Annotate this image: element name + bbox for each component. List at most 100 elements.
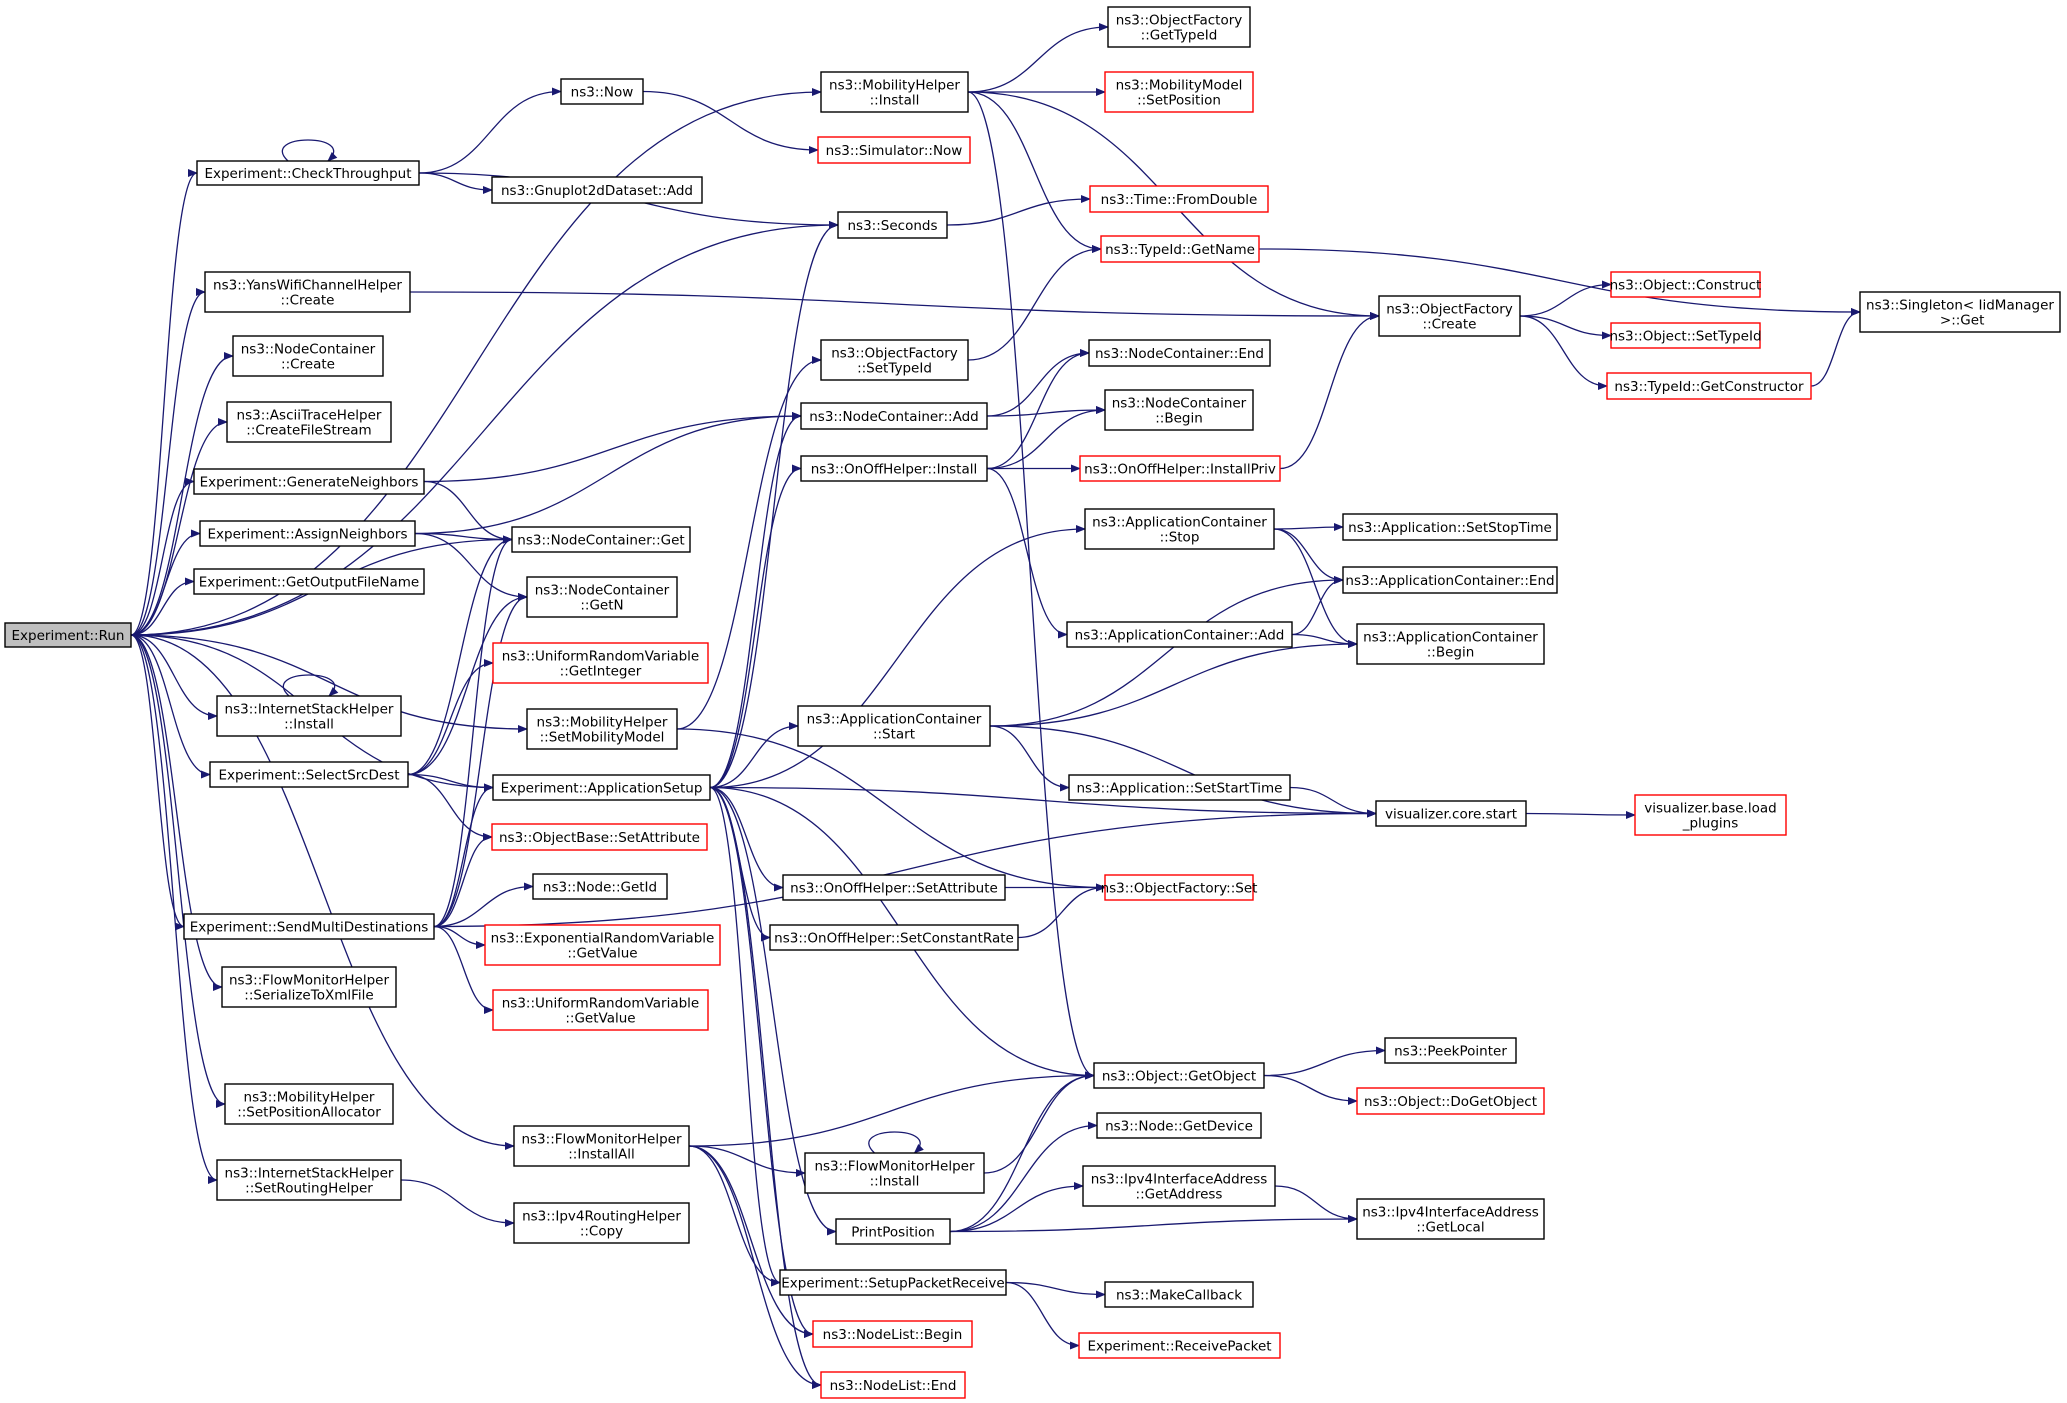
node-obj-base-set-attr[interactable]: ns3::ObjectBase::SetAttribute — [491, 823, 708, 851]
edge-ipv4-get-address-to-ipv4-get-local — [1274, 1185, 1358, 1223]
node-make-callback[interactable]: ns3::MakeCallback — [1104, 1281, 1254, 1308]
node-nc-get-n[interactable]: ns3::NodeContainer::GetN — [526, 576, 678, 618]
node-nl-end[interactable]: ns3::NodeList::End — [820, 1371, 966, 1399]
node-onoff-install[interactable]: ns3::OnOffHelper::Install — [800, 455, 988, 482]
node-yans-create[interactable]: ns3::YansWifiChannelHelper::Create — [204, 271, 411, 313]
node-app-set-start-time[interactable]: ns3::Application::SetStartTime — [1068, 774, 1291, 801]
edge-setup-packet-receive-to-receive-packet — [1005, 1281, 1080, 1350]
node-box — [193, 468, 425, 495]
node-ascii-create[interactable]: ns3::AsciiTraceHelper::CreateFileStream — [226, 401, 392, 443]
node-ipv4-get-local[interactable]: ns3::Ipv4InterfaceAddress::GetLocal — [1356, 1198, 1545, 1240]
node-onoff-install-priv[interactable]: ns3::OnOffHelper::InstallPriv — [1079, 455, 1281, 482]
node-ac-add[interactable]: ns3::ApplicationContainer::Add — [1066, 621, 1293, 648]
edge-mh-set-mobility-to-of-set-type-id — [676, 356, 822, 730]
node-label: ::SetTypeId — [857, 361, 932, 377]
node-viz-start[interactable]: visualizer.core.start — [1375, 800, 1527, 827]
node-receive-packet[interactable]: Experiment::ReceivePacket — [1078, 1332, 1281, 1359]
node-box — [1100, 235, 1260, 263]
edge-ac-stop-to-ac-begin — [1273, 528, 1358, 648]
node-node-get-device[interactable]: ns3::Node::GetDevice — [1096, 1112, 1262, 1139]
node-box — [1089, 185, 1269, 213]
node-onoff-set-rate[interactable]: ns3::OnOffHelper::SetConstantRate — [769, 924, 1019, 951]
node-app-setup[interactable]: Experiment::ApplicationSetup — [492, 774, 711, 801]
node-nc-add[interactable]: ns3::NodeContainer::Add — [800, 402, 988, 430]
node-nl-begin[interactable]: ns3::NodeList::Begin — [812, 1320, 973, 1348]
node-obj-get-object[interactable]: ns3::Object::GetObject — [1093, 1062, 1265, 1089]
node-obj-set-type-id[interactable]: ns3::Object::SetTypeId — [1609, 322, 1762, 349]
node-fm-install[interactable]: ns3::FlowMonitorHelper::Install — [804, 1152, 985, 1194]
node-ac-begin[interactable]: ns3::ApplicationContainer::Begin — [1356, 623, 1545, 665]
node-type-id-get-constructor[interactable]: ns3::TypeId::GetConstructor — [1606, 372, 1812, 400]
node-check-throughput[interactable]: Experiment::CheckThroughput — [196, 160, 420, 186]
node-label: ::Install — [870, 93, 920, 109]
node-nc-end[interactable]: ns3::NodeContainer::End — [1088, 339, 1271, 367]
node-mh-set-pos[interactable]: ns3::MobilityHelper::SetPositionAllocato… — [224, 1083, 394, 1125]
node-viz-load-plugins[interactable]: visualizer.base.load_plugins — [1634, 794, 1787, 836]
node-urv-get-integer[interactable]: ns3::UniformRandomVariable::GetInteger — [492, 642, 709, 684]
node-label: ns3::YansWifiChannelHelper — [213, 278, 402, 294]
node-time-from-double[interactable]: ns3::Time::FromDouble — [1089, 185, 1269, 213]
node-app-set-stop-time[interactable]: ns3::Application::SetStopTime — [1342, 513, 1558, 541]
node-fm-serialize[interactable]: ns3::FlowMonitorHelper::SerializeToXmlFi… — [221, 966, 397, 1008]
node-of-set-type-id[interactable]: ns3::ObjectFactory::SetTypeId — [820, 339, 969, 381]
node-box — [1104, 1281, 1254, 1308]
edge-ac-stop-to-ac-end — [1273, 528, 1344, 584]
node-box — [835, 1218, 951, 1245]
node-label: ns3::MobilityHelper — [537, 715, 668, 731]
node-select-src-dest[interactable]: Experiment::SelectSrcDest — [209, 761, 409, 788]
node-mh-set-mobility[interactable]: ns3::MobilityHelper::SetMobilityModel — [526, 708, 678, 750]
node-label: ns3::ObjectBase::SetAttribute — [499, 830, 700, 846]
node-box — [1356, 1087, 1545, 1115]
node-mm-set-position[interactable]: ns3::MobilityModel::SetPosition — [1104, 71, 1254, 113]
node-peek-pointer[interactable]: ns3::PeekPointer — [1384, 1037, 1517, 1064]
node-get-output[interactable]: Experiment::GetOutputFileName — [193, 568, 425, 595]
node-nc-create[interactable]: ns3::NodeContainer::Create — [232, 335, 384, 377]
edge-run-to-gen-neighbors — [130, 477, 195, 636]
node-erv[interactable]: ns3::ExponentialRandomVariable::GetValue — [484, 924, 721, 966]
node-setup-packet-receive[interactable]: Experiment::SetupPacketReceive — [779, 1269, 1007, 1296]
node-now[interactable]: ns3::Now — [560, 78, 644, 105]
node-do-get-object[interactable]: ns3::Object::DoGetObject — [1356, 1087, 1545, 1115]
node-of-set[interactable]: ns3::ObjectFactory::Set — [1101, 874, 1258, 901]
node-nc-begin[interactable]: ns3::NodeContainer::Begin — [1104, 389, 1254, 431]
node-box — [492, 989, 709, 1031]
node-of-get-type-id[interactable]: ns3::ObjectFactory::GetTypeId — [1107, 6, 1251, 48]
node-urv-get-value[interactable]: ns3::UniformRandomVariable::GetValue — [492, 989, 709, 1031]
node-ac-end[interactable]: ns3::ApplicationContainer::End — [1342, 566, 1558, 594]
node-ipv4-get-address[interactable]: ns3::Ipv4InterfaceAddress::GetAddress — [1082, 1165, 1276, 1207]
node-gen-neighbors[interactable]: Experiment::GenerateNeighbors — [193, 468, 425, 495]
node-nc-get[interactable]: ns3::NodeContainer::Get — [511, 526, 691, 553]
node-fm-install-all[interactable]: ns3::FlowMonitorHelper::InstallAll — [513, 1125, 690, 1167]
node-label: ns3::NodeContainer::Add — [809, 409, 978, 425]
node-label: ns3::Now — [571, 85, 634, 101]
node-sim-now[interactable]: ns3::Simulator::Now — [817, 136, 971, 164]
edge-select-src-dest-to-nc-get-n — [407, 593, 528, 776]
node-label: ns3::ApplicationContainer::End — [1345, 573, 1554, 589]
node-ac-stop[interactable]: ns3::ApplicationContainer::Stop — [1084, 508, 1275, 550]
edge-print-position-to-ipv4-get-local — [949, 1215, 1358, 1233]
node-ish-install[interactable]: ns3::InternetStackHelper::Install — [216, 695, 402, 737]
node-ish-set-routing[interactable]: ns3::InternetStackHelper::SetRoutingHelp… — [216, 1159, 402, 1201]
node-of-create[interactable]: ns3::ObjectFactory::Create — [1378, 295, 1521, 337]
node-gnuplot-add[interactable]: ns3::Gnuplot2dDataset::Add — [491, 176, 703, 204]
node-send-multi[interactable]: Experiment::SendMultiDestinations — [183, 913, 435, 940]
node-mh-install[interactable]: ns3::MobilityHelper::Install — [820, 71, 969, 113]
node-onoff-set-attr[interactable]: ns3::OnOffHelper::SetAttribute — [782, 874, 1006, 901]
node-node-get-id[interactable]: ns3::Node::GetId — [532, 873, 668, 900]
node-run[interactable]: Experiment::Run — [4, 622, 132, 648]
node-box — [1104, 71, 1254, 113]
node-ipv4-routing-copy[interactable]: ns3::Ipv4RoutingHelper::Copy — [513, 1202, 690, 1244]
node-type-id-get-name[interactable]: ns3::TypeId::GetName — [1100, 235, 1260, 263]
edge-onoff-install-to-ac-add — [986, 467, 1068, 639]
node-assign-neighbors[interactable]: Experiment::AssignNeighbors — [199, 520, 416, 547]
edge-send-multi-to-obj-base-set-attr — [433, 833, 493, 928]
node-label: ns3::UniformRandomVariable — [502, 649, 700, 665]
node-print-position[interactable]: PrintPosition — [835, 1218, 951, 1245]
node-label: ns3::ApplicationContainer — [1363, 630, 1538, 646]
node-ac-start[interactable]: ns3::ApplicationContainer::Start — [797, 705, 991, 747]
node-seconds[interactable]: ns3::Seconds — [837, 211, 948, 239]
node-label: ns3::NodeContainer — [1112, 396, 1247, 412]
node-obj-construct[interactable]: ns3::Object::Construct — [1610, 271, 1762, 298]
node-singleton-get[interactable]: ns3::Singleton< IidManager >::Get — [1859, 291, 2061, 333]
edge-of-create-to-type-id-get-constructor — [1519, 315, 1608, 390]
